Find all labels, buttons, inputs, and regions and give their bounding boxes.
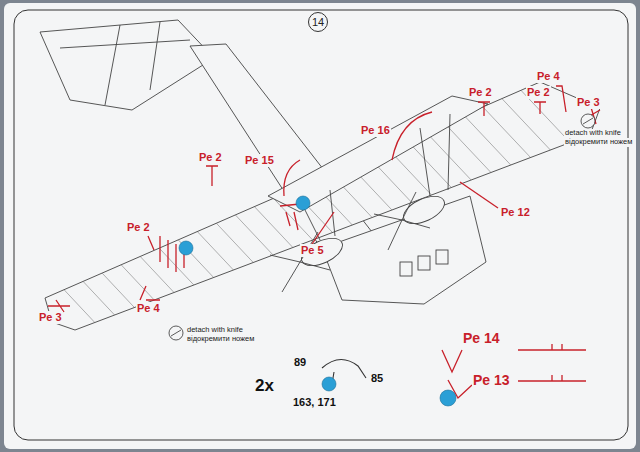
callout-number: 85 xyxy=(370,372,384,385)
sheet-border xyxy=(14,10,628,440)
callout-number: 163, 171 xyxy=(292,396,337,409)
wing-rib xyxy=(235,215,273,255)
pe15-mark xyxy=(280,204,300,230)
strip-ticks xyxy=(552,344,562,381)
tail-fin xyxy=(150,22,160,90)
part-callout: Pe 5 xyxy=(300,244,325,257)
pe2-mark xyxy=(148,236,184,272)
aircraft xyxy=(40,20,600,330)
part-callout: Pe 2 xyxy=(526,86,551,99)
tail-plane xyxy=(40,20,214,110)
part-callout: Pe 16 xyxy=(360,124,391,137)
wing-rib xyxy=(121,265,154,300)
pe15-arc xyxy=(284,160,300,196)
pe5-leader xyxy=(312,212,334,244)
pe2-mark xyxy=(534,102,546,114)
wing-ribs xyxy=(64,90,570,322)
part-leaders xyxy=(48,86,600,398)
pe2-mark xyxy=(478,102,490,116)
hull-window xyxy=(400,262,412,276)
hull-window xyxy=(418,256,430,270)
detach-symbols xyxy=(169,114,595,340)
part-callout: Pe 2 xyxy=(126,221,151,234)
cutting-note: detach with knife xyxy=(186,326,244,335)
part-callout: Pe 12 xyxy=(500,206,531,219)
wing-rib xyxy=(502,99,550,150)
wing-rib xyxy=(102,273,134,307)
part-callout: Pe 4 xyxy=(136,302,161,315)
callout-number: 89 xyxy=(293,356,307,369)
pe4-mark xyxy=(556,86,566,112)
tail-fin xyxy=(105,25,120,105)
part-callout: Pe 2 xyxy=(468,86,493,99)
cutting-note: detach with knife xyxy=(564,129,622,138)
blue-part xyxy=(440,390,456,406)
part-callout: Pe 13 xyxy=(472,372,511,388)
wing-rib xyxy=(483,107,531,158)
propeller xyxy=(374,192,430,250)
upper-wing xyxy=(268,96,488,212)
pe12-leader xyxy=(460,182,498,208)
blue-part xyxy=(179,241,193,255)
part-callout: Pe 2 xyxy=(198,151,223,164)
page-number: 14 xyxy=(312,16,324,28)
pe4-mark xyxy=(140,286,160,300)
tail-line xyxy=(60,40,190,48)
hull-window xyxy=(436,250,448,264)
knife-blade xyxy=(171,330,181,336)
knife-symbol xyxy=(169,326,183,340)
cutting-note: відокремити ножем xyxy=(186,335,255,344)
blue-part xyxy=(322,377,336,391)
strut xyxy=(330,190,335,236)
wing-rib xyxy=(445,124,491,173)
part-callout: Pe 14 xyxy=(462,330,501,346)
wing xyxy=(45,82,600,330)
engine-nacelle xyxy=(297,233,346,272)
propeller xyxy=(270,232,330,292)
part-callout: Pe 15 xyxy=(244,154,275,167)
knife-symbol xyxy=(581,114,595,128)
strut xyxy=(448,114,450,190)
pe2-mark xyxy=(206,166,218,186)
knife-blade xyxy=(583,118,593,124)
wing-rib xyxy=(197,232,233,270)
pe16-arc xyxy=(392,112,432,160)
blue-parts xyxy=(179,196,456,406)
wing-rib xyxy=(83,281,115,315)
part-callout: Pe 4 xyxy=(536,70,561,83)
wing-rib xyxy=(216,223,253,262)
part-callout: Pe 3 xyxy=(576,96,601,109)
quantity-note: 2x xyxy=(254,376,275,396)
blue-part xyxy=(296,196,310,210)
sheet xyxy=(4,3,636,449)
strut xyxy=(420,128,430,196)
part-callout: Pe 3 xyxy=(38,311,63,324)
cutting-note: відокремити ножем xyxy=(564,138,633,147)
wing-rib xyxy=(464,115,511,165)
page-number-circle: 14 xyxy=(308,12,328,32)
